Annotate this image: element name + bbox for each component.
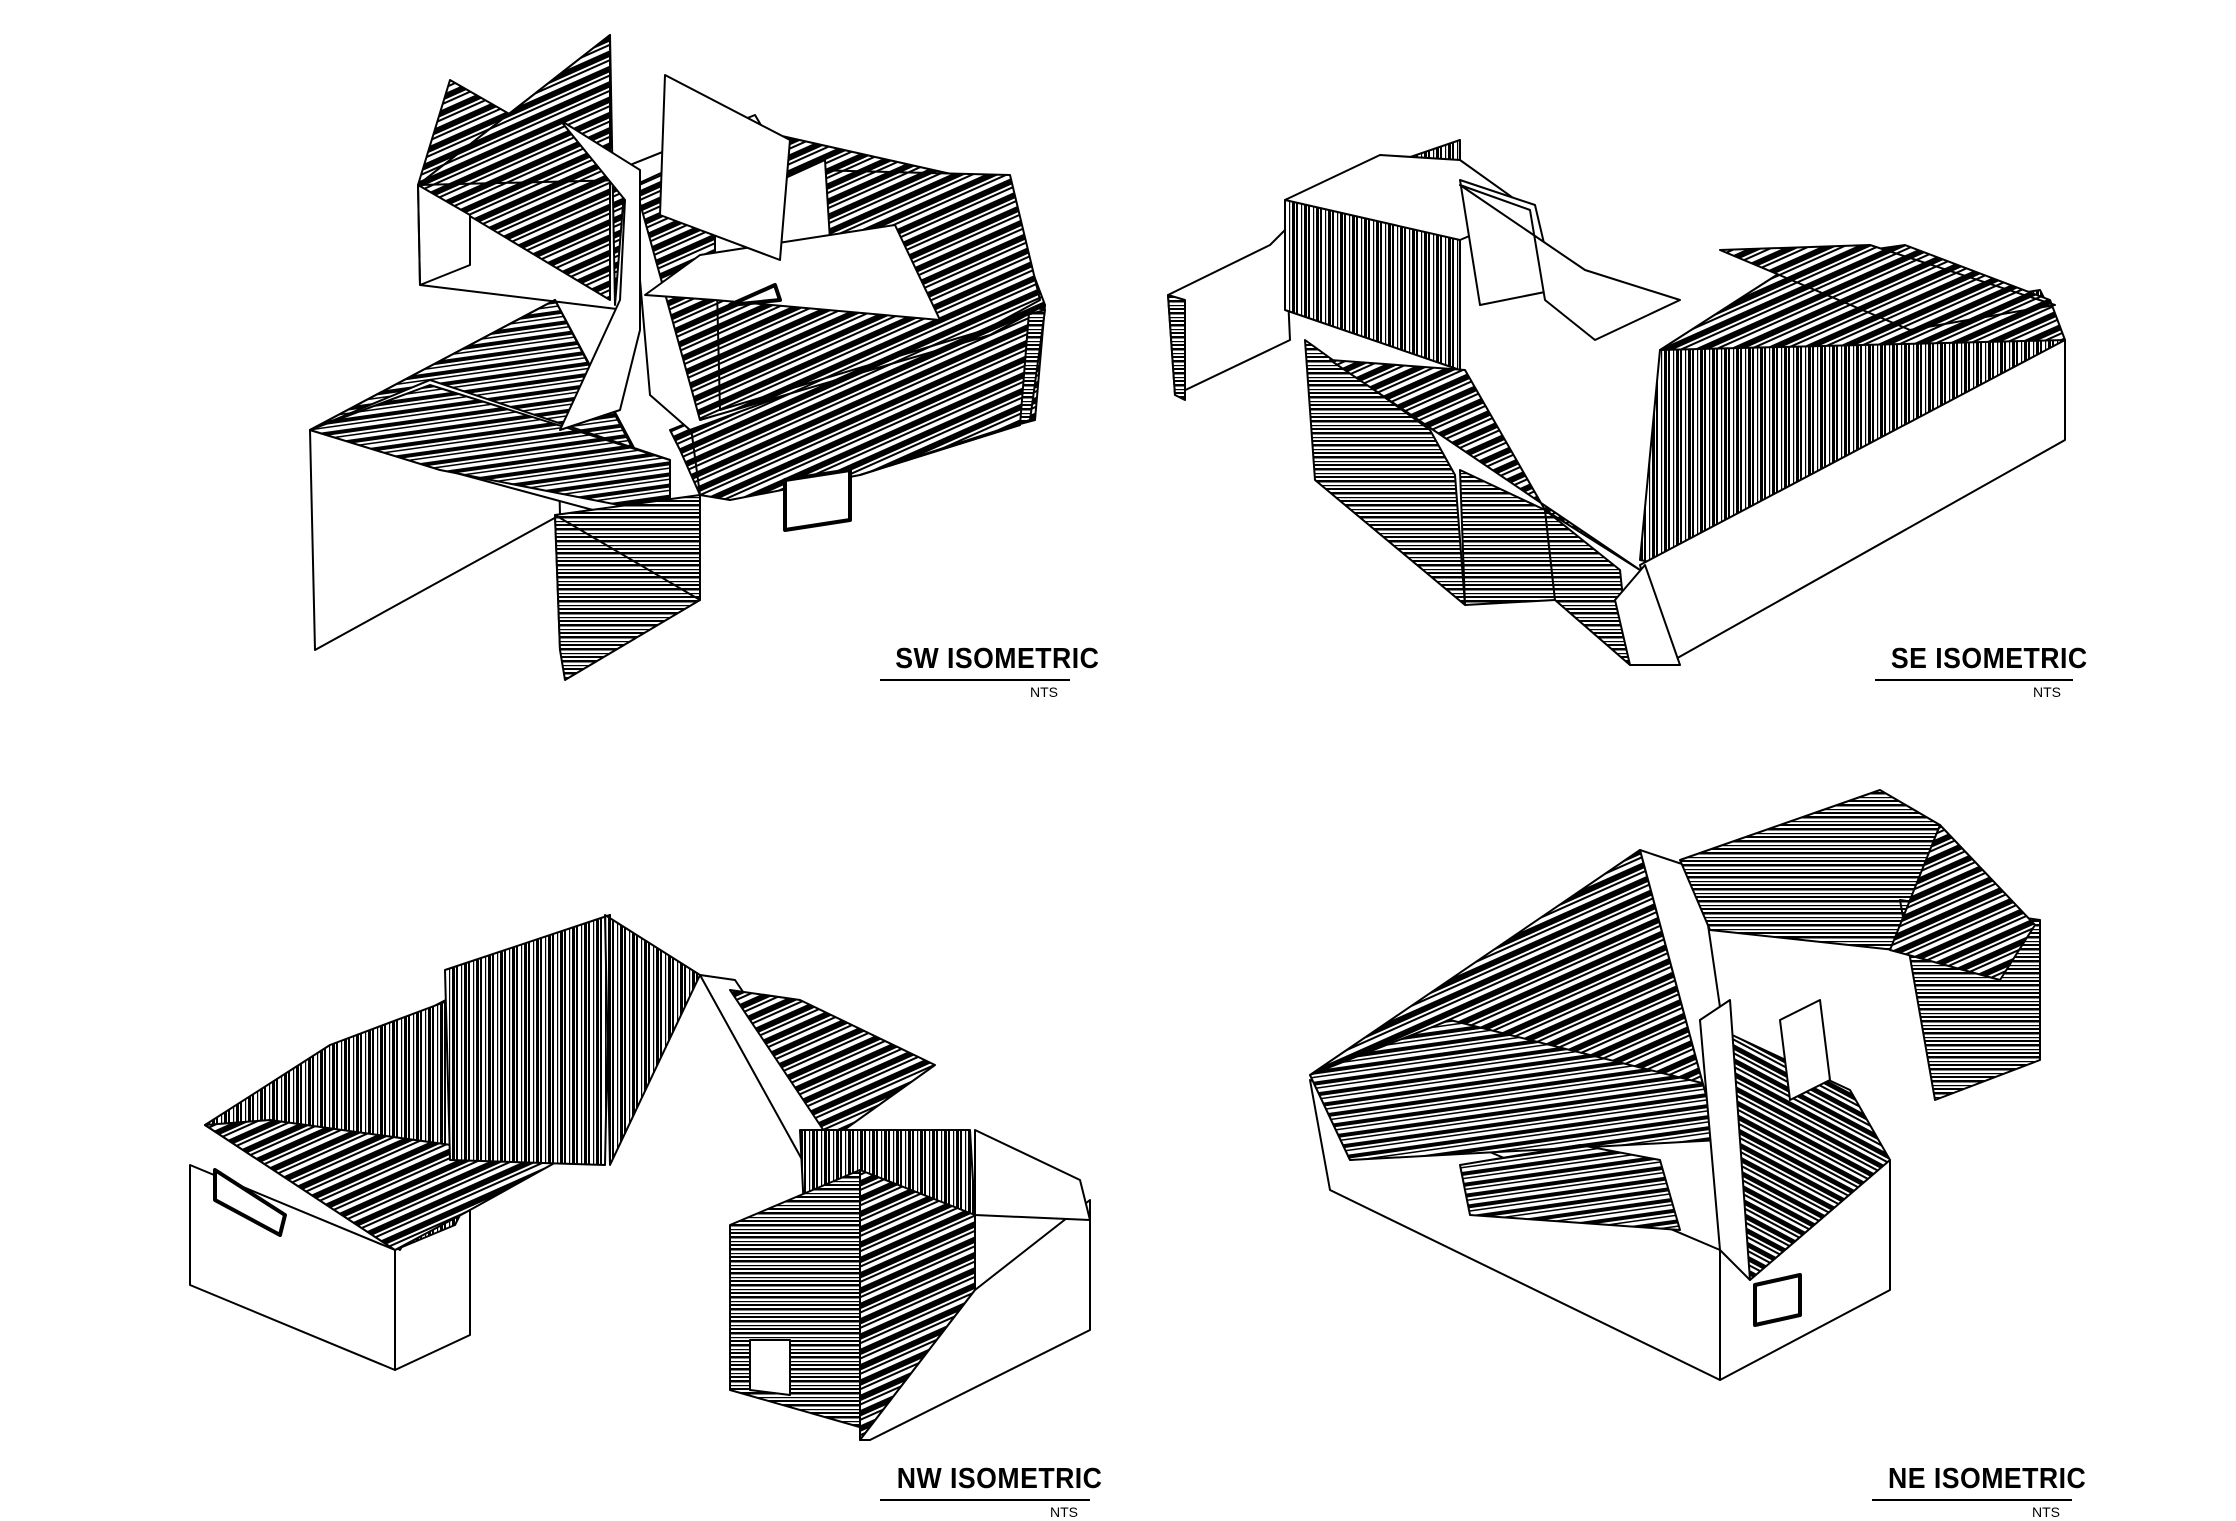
scale-note: NTS [1030, 684, 1058, 700]
title-underline [880, 679, 1070, 681]
scale-note: NTS [2032, 1504, 2060, 1520]
title-underline [880, 1499, 1090, 1501]
nw-isometric-drawing [189, 914, 1091, 1441]
view-title: NE ISOMETRIC [1888, 1463, 2087, 1495]
view-label-se: SE ISOMETRIC NTS [1875, 642, 2088, 701]
view-label-nw: NW ISOMETRIC NTS [880, 1462, 1103, 1521]
view-title: NW ISOMETRIC [896, 1463, 1103, 1495]
ne-isometric-drawing [1309, 789, 2041, 1381]
scale-note: NTS [2033, 684, 2061, 700]
scale-note: NTS [1050, 1504, 1078, 1520]
view-title: SW ISOMETRIC [895, 643, 1100, 675]
sw-isometric-drawing [309, 34, 1046, 681]
title-underline [1872, 1499, 2072, 1501]
view-label-sw: SW ISOMETRIC NTS [880, 642, 1100, 701]
se-isometric-drawing [1167, 139, 2066, 666]
view-label-ne: NE ISOMETRIC NTS [1872, 1462, 2087, 1521]
view-title: SE ISOMETRIC [1890, 643, 2088, 675]
title-underline [1875, 679, 2073, 681]
